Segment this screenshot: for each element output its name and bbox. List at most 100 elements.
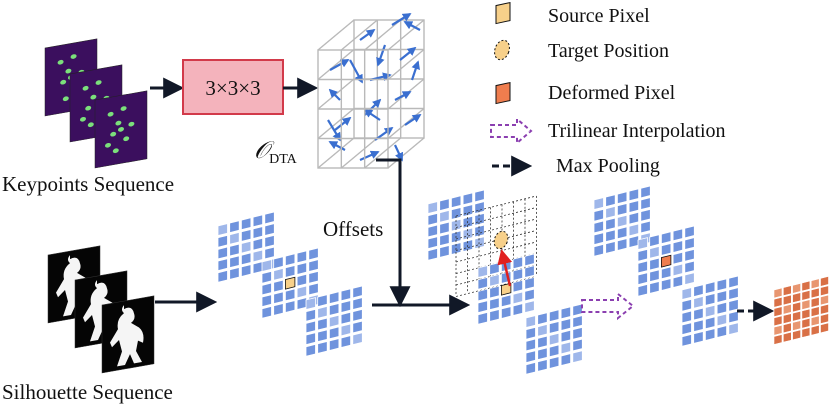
feature-map — [217, 211, 275, 283]
feature-cell — [489, 297, 500, 311]
feature-cell — [462, 192, 473, 206]
feature-cell — [308, 270, 319, 284]
legend-source-pixel-swatch — [495, 1, 511, 25]
feature-cell — [605, 194, 616, 208]
feature-cell — [525, 315, 536, 328]
feature-cell — [684, 260, 695, 274]
feature-cell — [229, 243, 240, 257]
conv-kernel-label: 3×3×3 — [205, 76, 260, 100]
feature-map — [261, 247, 319, 319]
feature-cell — [628, 223, 639, 237]
feature-cell — [693, 284, 704, 298]
feature-cell — [477, 300, 488, 314]
feature-cell — [240, 240, 252, 254]
feature-cell — [273, 279, 284, 293]
feature-cell — [660, 242, 672, 256]
feature-cell — [308, 282, 319, 296]
feature-cell — [605, 229, 616, 243]
pooled-cell — [783, 303, 792, 315]
operator-symbol: 𝒪DTA — [254, 138, 298, 167]
silhouette-stack — [47, 245, 155, 374]
pooled-cell — [801, 317, 811, 329]
cube-depth-line — [364, 19, 402, 51]
feature-cell — [474, 212, 485, 226]
keypoint-dot — [115, 120, 122, 126]
feature-cell — [537, 312, 548, 326]
feature-cell — [296, 262, 307, 275]
pooled-cell — [801, 299, 811, 311]
feature-cell — [628, 211, 639, 225]
feature-cell — [616, 214, 628, 228]
sampling-grid — [455, 195, 537, 297]
feature-cell — [252, 249, 263, 263]
source-pixel-cell — [500, 282, 512, 296]
feature-cell — [229, 231, 240, 245]
feature-cell — [537, 347, 548, 361]
feature-cell — [593, 208, 604, 222]
feature-cell — [474, 201, 485, 215]
feature-cell — [704, 316, 716, 330]
feature-cell — [273, 267, 284, 281]
feature-cell — [252, 237, 263, 251]
keypoint-dot — [60, 79, 67, 85]
feature-cell — [284, 253, 296, 267]
pooled-cell — [792, 310, 801, 322]
feature-cell — [229, 255, 240, 269]
feature-cell — [605, 205, 616, 219]
feature-map — [305, 285, 363, 357]
feature-cell — [328, 291, 340, 305]
keypoint-dot — [123, 136, 130, 142]
feature-cell — [728, 287, 739, 301]
feature-cell — [672, 251, 683, 265]
feature-cell — [450, 206, 462, 220]
feature-cell — [716, 313, 727, 327]
offset-vector-arrow — [410, 60, 420, 81]
feature-cell — [672, 275, 683, 289]
cube-depth-line — [317, 107, 355, 140]
offset-red-arrow — [497, 249, 513, 287]
feature-cell — [439, 198, 450, 212]
pooled-cell — [773, 306, 783, 317]
feature-cell — [512, 279, 523, 293]
feature-cell — [340, 335, 351, 349]
feature-cell — [229, 267, 240, 280]
cube-depth-line — [340, 19, 378, 51]
feature-cell — [273, 291, 284, 305]
feature-cell — [261, 270, 272, 284]
feature-cell — [628, 235, 639, 249]
feature-cell — [605, 241, 616, 254]
feature-cell — [660, 266, 672, 280]
feature-cell — [352, 308, 363, 322]
feature-cell — [637, 283, 648, 297]
feature-map — [593, 185, 651, 257]
feature-cell — [427, 212, 438, 226]
keypoint-dot — [85, 105, 92, 111]
keypoint-dot — [82, 85, 89, 91]
feature-cell — [500, 306, 512, 319]
keypoint-dot — [128, 121, 135, 127]
keypoint-dot — [90, 94, 97, 100]
feature-cell — [439, 233, 450, 247]
feature-cell — [704, 304, 716, 318]
cube-depth-line — [387, 48, 425, 81]
feature-cell — [640, 220, 651, 234]
feature-cell — [252, 226, 263, 239]
cube-depth-line — [317, 78, 355, 110]
pooled-cell — [792, 301, 801, 313]
feature-cell — [317, 317, 328, 331]
feature-cell — [474, 189, 485, 203]
pooled-cell — [792, 329, 801, 341]
legend-source-pixel-label: Source Pixel — [548, 5, 650, 27]
feature-cell — [560, 306, 571, 320]
feature-cell — [427, 247, 438, 261]
feature-cell — [427, 201, 438, 214]
offset-vector-arrow — [394, 144, 404, 162]
feature-cell — [317, 329, 328, 343]
feature-cell — [693, 295, 704, 309]
feature-cell — [240, 264, 252, 277]
offset-vector-arrow — [328, 141, 346, 151]
feature-cell — [477, 276, 488, 290]
keypoint-dot — [110, 131, 117, 137]
